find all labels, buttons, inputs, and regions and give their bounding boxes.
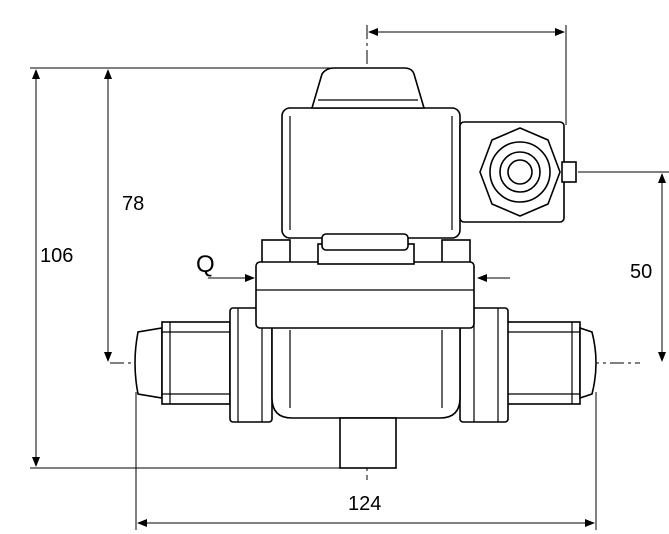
dimension-50 [578,171,669,362]
flow-q-label: Q [196,251,215,278]
valve-body [271,319,461,469]
left-flare-fitting [134,321,231,405]
dim-78-label: 78 [122,193,144,215]
bonnet-block [255,239,475,329]
right-flare-fitting [505,321,597,405]
cable-gland [459,121,577,223]
dimension-106 [30,67,340,469]
solenoid-coil [281,67,461,251]
dim-106-label: 106 [40,245,73,267]
dimension-top-right [368,25,567,125]
dimension-124 [135,392,597,530]
dim-50-label: 50 [630,261,652,283]
dim-124-label: 124 [348,493,381,515]
